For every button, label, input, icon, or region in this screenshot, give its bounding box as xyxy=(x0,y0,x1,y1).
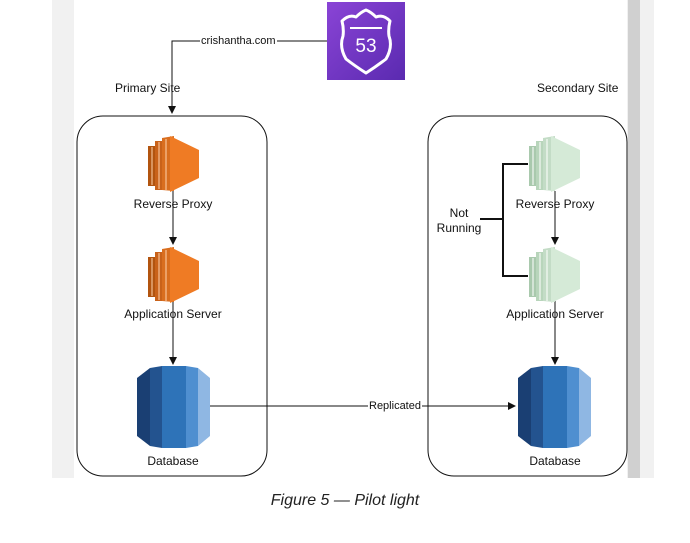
not-running-bracket xyxy=(480,163,528,277)
secondary-application-server-icon xyxy=(529,247,580,303)
secondary-application-server-label: Application Server xyxy=(506,307,604,321)
primary-site-title: Primary Site xyxy=(115,81,181,95)
dns-edge-label: crishantha.com xyxy=(200,35,277,47)
secondary-reverse-proxy-label: Reverse Proxy xyxy=(515,197,595,211)
primary-database-icon xyxy=(137,366,210,448)
replication-edge-label: Replicated xyxy=(368,400,422,412)
primary-reverse-proxy-icon xyxy=(148,136,199,192)
route53-number: 53 xyxy=(355,36,376,57)
not-running-status-line1: Not xyxy=(449,206,469,220)
route53-shield-icon: 53 xyxy=(340,8,392,75)
primary-database-label: Database xyxy=(147,454,199,468)
not-running-status-line2: Running xyxy=(436,221,482,235)
figure-caption: Figure 5 — Pilot light xyxy=(270,492,420,509)
primary-site-container xyxy=(76,115,268,477)
canvas-scroll-rail xyxy=(628,0,640,478)
primary-application-server-label: Application Server xyxy=(124,307,222,321)
route53-icon: 53 xyxy=(327,2,405,80)
primary-reverse-proxy-label: Reverse Proxy xyxy=(133,197,213,211)
secondary-site-container xyxy=(427,115,628,477)
dns-edge xyxy=(168,40,327,114)
secondary-database-label: Database xyxy=(529,454,581,468)
primary-application-server-icon xyxy=(148,247,199,303)
secondary-site-title: Secondary Site xyxy=(537,81,619,95)
secondary-reverse-proxy-icon xyxy=(529,136,580,192)
secondary-database-icon xyxy=(518,366,591,448)
